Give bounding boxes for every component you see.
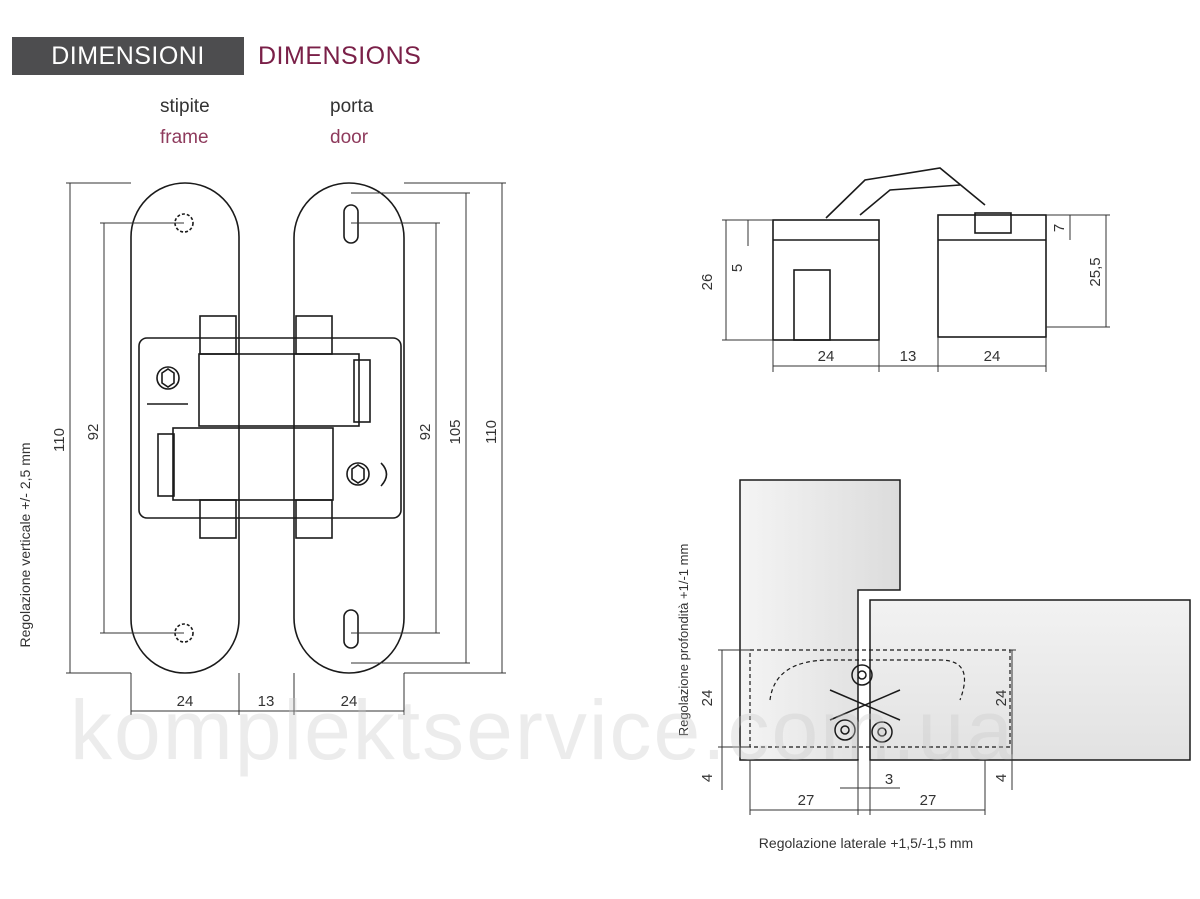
dim-top-24-left: 24 bbox=[699, 690, 716, 707]
dim-top-27-right: 27 bbox=[920, 792, 937, 809]
dim-top-4-left: 4 bbox=[699, 774, 716, 782]
dim-side-24-left: 24 bbox=[818, 348, 835, 365]
dim-7: 7 bbox=[1051, 224, 1068, 232]
dim-110-right: 110 bbox=[483, 420, 500, 444]
adjust-screw-icon bbox=[156, 366, 180, 390]
label-stipite: stipite bbox=[160, 96, 210, 117]
header-dimensioni: DIMENSIONI bbox=[12, 37, 244, 75]
slot-door-top bbox=[343, 204, 359, 244]
adjust-screw-icon-lower bbox=[346, 462, 370, 486]
mechanism-body bbox=[138, 337, 402, 519]
dim-24-right: 24 bbox=[341, 693, 358, 710]
screw-hole-frame-top bbox=[174, 213, 194, 233]
dim-92-right: 92 bbox=[417, 424, 434, 441]
dim-top-24-right: 24 bbox=[993, 690, 1010, 707]
lateral-adjust-label: Regolazione laterale +1,5/-1,5 mm bbox=[759, 835, 973, 851]
dim-26: 26 bbox=[699, 274, 716, 291]
dim-side-13: 13 bbox=[900, 348, 917, 365]
dim-105: 105 bbox=[447, 419, 464, 444]
frame-profile bbox=[739, 479, 901, 761]
vertical-adjust-label: Regolazione verticale +/- 2,5 mm bbox=[17, 442, 33, 647]
dim-110-left: 110 bbox=[51, 428, 68, 452]
upper-arm bbox=[198, 353, 360, 427]
label-frame: frame bbox=[160, 127, 209, 148]
dim-side-24-right: 24 bbox=[984, 348, 1001, 365]
dim-top-3: 3 bbox=[885, 771, 893, 788]
depth-adjust-label: Regolazione profondità +1/-1 mm bbox=[676, 544, 691, 737]
dim-top-4-right: 4 bbox=[993, 774, 1010, 782]
door-block bbox=[937, 214, 1047, 338]
header-dimensions: DIMENSIONS bbox=[258, 42, 422, 70]
label-door: door bbox=[330, 127, 369, 148]
lower-arm bbox=[172, 427, 334, 501]
dim-24-left: 24 bbox=[177, 693, 194, 710]
slot-door-bottom bbox=[343, 609, 359, 649]
dim-5: 5 bbox=[729, 264, 746, 272]
dim-13: 13 bbox=[258, 693, 275, 710]
dim-top-27-left: 27 bbox=[798, 792, 815, 809]
rotation-arrow-icon bbox=[380, 462, 388, 487]
screw-hole-frame-bottom bbox=[174, 623, 194, 643]
dim-92-left: 92 bbox=[85, 424, 102, 441]
label-porta: porta bbox=[330, 96, 374, 117]
dim-25-5: 25,5 bbox=[1087, 257, 1104, 286]
watermark: komplektservice.com.ua bbox=[70, 683, 1015, 777]
